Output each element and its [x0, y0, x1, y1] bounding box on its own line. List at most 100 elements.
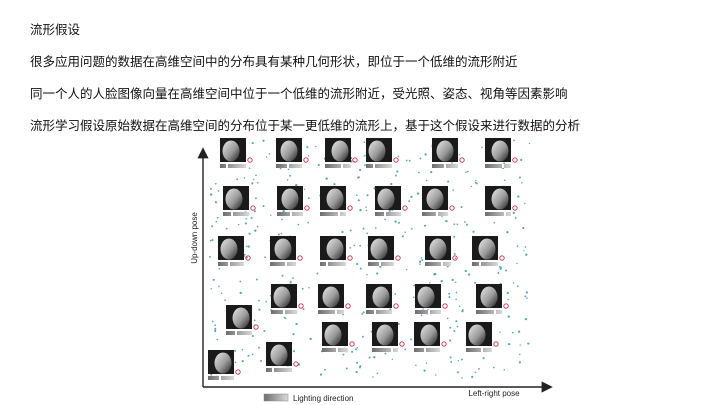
scatter-dot — [519, 344, 521, 346]
scatter-dot — [420, 257, 423, 259]
scatter-dot — [376, 372, 379, 375]
scatter-dot — [301, 287, 304, 290]
lighting-marker — [503, 303, 509, 309]
lighting-marker — [393, 303, 399, 309]
scatter-dot — [359, 168, 362, 172]
scatter-dot — [365, 209, 368, 212]
scatter-dot — [507, 298, 509, 301]
scatter-dot — [254, 197, 257, 200]
scatter-dot — [516, 245, 519, 247]
scatter-dot — [461, 310, 464, 313]
lighting-marker — [345, 303, 351, 309]
scatter-dot — [210, 373, 213, 376]
scatter-dot — [445, 219, 448, 223]
lighting-marker — [452, 255, 458, 261]
scatter-dot — [410, 195, 413, 198]
scatter-dot — [209, 239, 212, 242]
scatter-dot — [425, 362, 428, 364]
scatter-dot — [522, 227, 525, 230]
scatter-dot — [397, 322, 400, 325]
face-thumbnail — [220, 138, 253, 168]
scatter-dot — [455, 320, 458, 323]
scatter-dot — [250, 217, 253, 220]
scatter-dot — [451, 278, 454, 281]
scatter-dot — [258, 308, 261, 311]
scatter-dot — [394, 220, 397, 223]
face-thumbnail — [320, 236, 353, 266]
lighting-marker — [512, 205, 518, 211]
scatter-dot — [446, 317, 449, 320]
scatter-dot — [404, 348, 407, 351]
face-thumbnail — [476, 284, 509, 314]
scatter-dot — [361, 313, 364, 315]
lighting-marker — [250, 205, 256, 211]
scatter-dot — [467, 273, 471, 276]
scatter-dot — [448, 292, 451, 295]
scatter-dot — [497, 272, 500, 274]
scatter-dot — [289, 281, 292, 284]
scatter-dot — [405, 159, 408, 162]
scatter-dot — [356, 262, 359, 266]
scatter-dot — [288, 174, 291, 177]
scatter-dot — [257, 182, 259, 184]
scatter-dot — [388, 209, 391, 212]
scatter-dot — [418, 171, 420, 174]
scatter-dot — [518, 361, 522, 364]
scatter-dot — [254, 229, 257, 232]
scatter-dot — [362, 311, 365, 314]
scatter-dot — [446, 265, 449, 268]
scatter-dot — [363, 155, 366, 157]
scatter-dot — [214, 182, 217, 185]
scatter-dot — [224, 299, 226, 302]
scatter-dot — [523, 250, 525, 252]
face-thumbnail — [375, 186, 408, 216]
scatter-dot — [449, 326, 452, 329]
scatter-dot — [423, 369, 426, 372]
lighting-marker — [512, 157, 518, 163]
scatter-dot — [255, 278, 258, 281]
paragraph-2: 同一个人的人脸图像向量在高维空间中位于一个低维的流形附近，受光照、姿态、视角等因… — [30, 86, 568, 101]
scatter-dot — [317, 164, 320, 167]
scatter-dot — [394, 174, 397, 177]
scatter-dot — [239, 280, 242, 283]
scatter-dot — [452, 189, 455, 191]
scatter-dot — [397, 155, 400, 158]
scatter-dot — [253, 210, 256, 213]
scatter-dot — [506, 291, 509, 295]
y-axis-label: Up-down pose — [190, 212, 199, 264]
scatter-dot — [425, 179, 428, 182]
scatter-dot — [516, 285, 519, 288]
lighting-marker — [442, 303, 448, 309]
scatter-dot — [368, 356, 371, 359]
lighting-marker — [298, 303, 304, 309]
scatter-dot — [449, 356, 452, 359]
scatter-dot — [456, 371, 460, 374]
scatter-dot — [466, 170, 469, 173]
scatter-dot — [528, 142, 531, 145]
scatter-dot — [519, 176, 521, 179]
scatter-dot — [461, 377, 463, 379]
scatter-dot — [513, 139, 515, 142]
scatter-dot — [218, 267, 221, 270]
scatter-dot — [401, 235, 404, 238]
scatter-dot — [390, 182, 393, 186]
scatter-dot — [356, 361, 359, 364]
scatter-dot — [478, 368, 480, 370]
face-thumbnail — [414, 322, 447, 352]
scatter-dot — [309, 337, 312, 341]
scatter-dot — [521, 181, 523, 184]
face-thumbnail — [432, 138, 465, 168]
scatter-dot — [209, 255, 211, 258]
lighting-marker — [347, 205, 353, 211]
legend: Lighting direction — [263, 393, 353, 403]
scatter-dot — [375, 227, 377, 229]
lighting-marker — [393, 157, 399, 163]
scatter-dot — [241, 359, 244, 363]
scatter-dot — [220, 292, 223, 295]
scatter-dot — [474, 371, 477, 374]
scatter-dot — [209, 187, 212, 190]
scatter-dot — [243, 253, 246, 256]
scatter-dot — [351, 350, 354, 353]
face-grid — [208, 138, 518, 380]
